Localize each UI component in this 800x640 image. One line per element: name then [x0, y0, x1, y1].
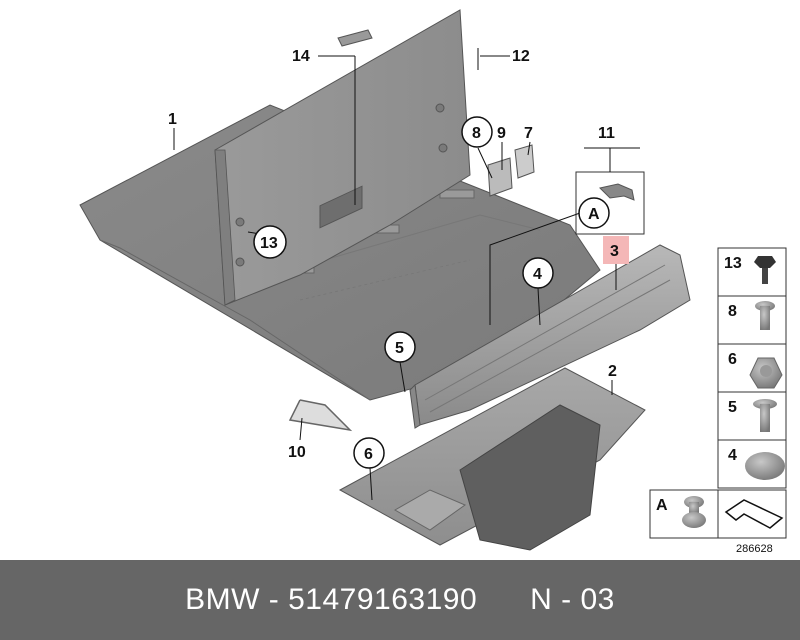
callout-1: 1 [168, 111, 177, 128]
callout-8-circle: 8 [461, 116, 493, 148]
footer-bar: BMW - 51479163190 N - 03 [0, 560, 800, 640]
storage-tray [338, 367, 646, 551]
legend-label-5: 5 [728, 399, 737, 416]
callout-5: 5 [395, 340, 404, 357]
legend-panel: 13 8 6 5 4 A [649, 247, 787, 539]
screw-8-icon [755, 301, 775, 330]
callout-a: A [588, 206, 600, 223]
part-number-text: BMW - 51479163190 N - 03 [185, 583, 615, 616]
cap-4-icon [745, 452, 785, 480]
callout-6-circle: 6 [353, 437, 385, 469]
callout-9: 9 [497, 125, 506, 142]
callout-a-circle: A [578, 197, 610, 229]
callout-10: 10 [288, 444, 306, 461]
callout-3: 3 [610, 243, 619, 260]
callout-3-highlight: 3 [603, 236, 629, 264]
callout-13: 13 [260, 235, 278, 252]
nut-6-icon [749, 357, 783, 389]
bracket-parts [487, 144, 535, 197]
push-rivet-13-icon [754, 256, 776, 284]
callout-12: 12 [512, 48, 530, 65]
arrow-symbol-icon [724, 499, 784, 529]
legend-label-8: 8 [728, 303, 737, 320]
callout-4: 4 [533, 266, 542, 283]
legend-label-13: 13 [724, 255, 742, 272]
parts-diagram: 1 14 12 8 9 7 11 A 13 3 4 5 2 10 6 13 8 [79, 9, 787, 555]
callout-8: 8 [472, 125, 481, 142]
callout-4-circle: 4 [522, 257, 554, 289]
callout-2: 2 [608, 363, 617, 380]
callout-7: 7 [524, 125, 533, 142]
legend-label-6: 6 [728, 351, 737, 368]
legend-label-4: 4 [728, 447, 737, 464]
callout-5-circle: 5 [384, 331, 416, 363]
callout-6: 6 [364, 446, 373, 463]
diagram-number: 286628 [736, 543, 773, 555]
callout-11: 11 [598, 125, 615, 142]
legend-label-a: A [656, 497, 668, 514]
callout-13-circle: 13 [253, 225, 287, 259]
bracket-part-10 [288, 399, 353, 432]
loading-sill-trim [409, 244, 691, 429]
clip-5-icon [753, 399, 777, 432]
leader-lines [173, 48, 640, 501]
clip-part-14 [337, 29, 373, 47]
callout-14: 14 [292, 48, 310, 65]
push-button-a-icon [682, 496, 706, 528]
